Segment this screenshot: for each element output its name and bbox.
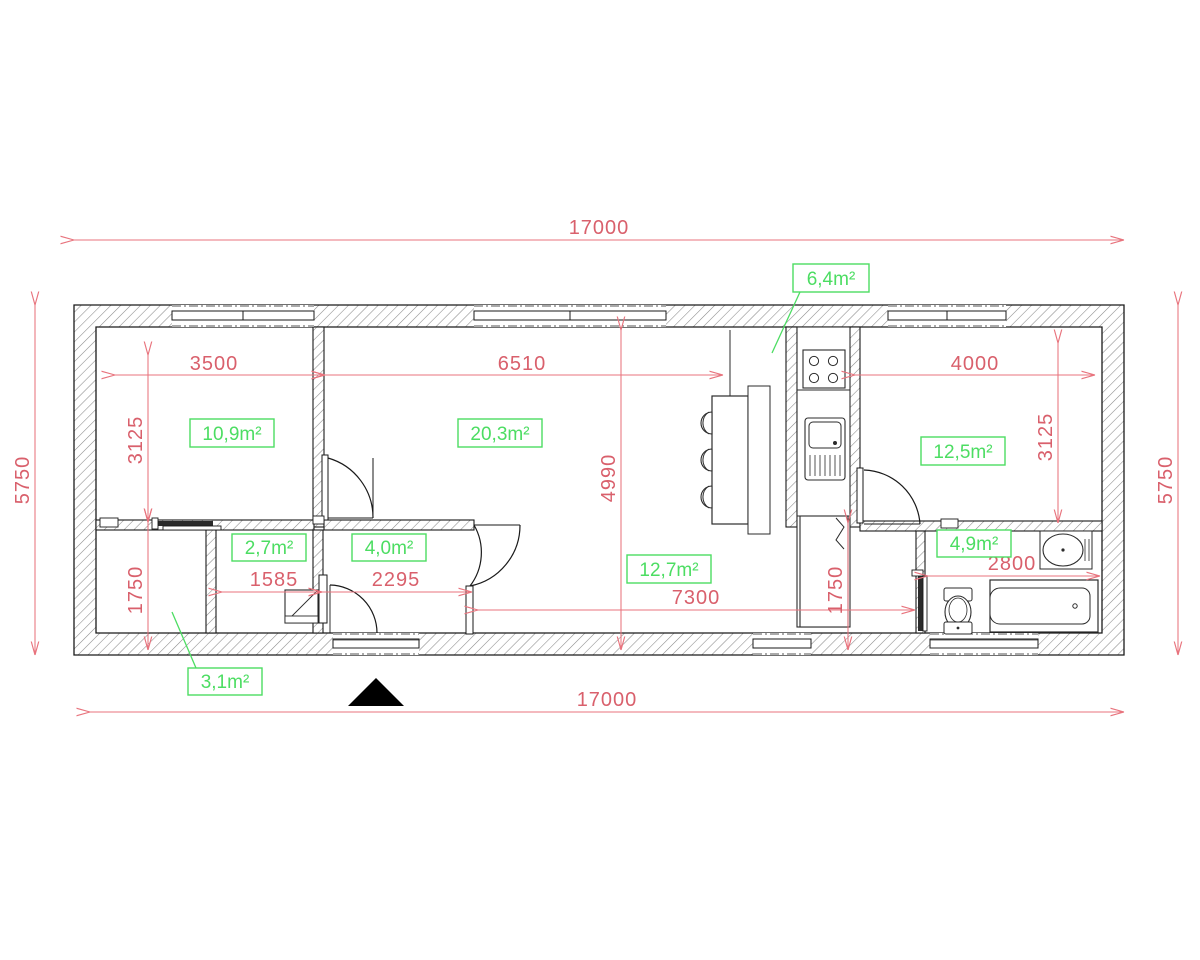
area-label-group: 10,9m² 20,3m² 6,4m² 12,5m² 2,7m² 4,0m² 1… [171, 263, 1012, 696]
interior-wall-kitchen-left [785, 326, 798, 528]
area-value-entry-corridor: 3,1m² [201, 672, 250, 693]
area-label-utility-room: 4,0m² [351, 533, 427, 562]
area-label-entry-corridor: 3,1m² [171, 611, 263, 696]
door-bedroom-left[interactable] [321, 454, 374, 521]
door-jamb-left [99, 517, 119, 528]
window-top-left [171, 305, 315, 327]
area-value-living-room: 20,3m² [470, 424, 529, 445]
dim-label-bedroom-left-width: 3500 [190, 353, 239, 375]
stool-icon [700, 411, 713, 509]
area-label-bathroom: 4,9m² [936, 529, 1012, 558]
bathroom-floor-detail [930, 639, 1038, 649]
interior-wall-horizontal-mid [323, 519, 475, 531]
exterior-wall [73, 304, 1125, 656]
area-value-hallway: 12,7m² [639, 560, 698, 581]
area-label-bedroom-left: 10,9m² [189, 418, 275, 448]
dimension-group [35, 240, 1178, 712]
area-label-kitchen: 6,4m² [771, 263, 870, 354]
dim-label-overall-bottom: 17000 [577, 689, 638, 711]
area-value-bedroom-right: 12,5m² [933, 442, 992, 463]
area-label-bedroom-right: 12,5m² [920, 436, 1006, 466]
dim-label-hall-width: 7300 [672, 587, 721, 609]
window-bottom-mid [752, 633, 812, 655]
door-bedroom-right[interactable] [856, 467, 921, 525]
sink-icon [804, 417, 846, 481]
dim-label-bedroom-right-height: 3125 [1035, 413, 1057, 462]
entrance-marker [348, 678, 404, 706]
dim-label-corridor-left-height: 1750 [125, 566, 147, 615]
window-top-middle [473, 305, 667, 327]
window-bottom-left [332, 633, 420, 655]
dim-label-overall-top: 17000 [569, 217, 630, 239]
area-label-living-room: 20,3m² [457, 418, 543, 448]
stove-icon [802, 349, 846, 389]
door-jamb-mid [312, 515, 325, 525]
area-value-utility-room: 4,0m² [365, 538, 414, 559]
bathtub-icon [989, 579, 1099, 633]
area-label-store-room: 2,7m² [231, 533, 307, 562]
dim-label-corridor-right-height: 1750 [825, 566, 847, 615]
dim-label-living-width: 6510 [498, 353, 547, 375]
window-group [171, 305, 1039, 655]
boiler-icon [284, 589, 319, 624]
dim-label-bedroom-left-height: 3125 [125, 416, 147, 465]
island-icon [711, 330, 771, 535]
dim-label-overall-right: 5750 [1155, 456, 1177, 505]
area-label-hallway: 12,7m² [626, 554, 712, 584]
toilet-icon [943, 587, 973, 635]
entry-floor-detail [333, 639, 419, 649]
interior-wall-bedroom-left [312, 326, 325, 528]
dim-label-bath-width: 2800 [988, 553, 1037, 575]
interior-wall-store-left [205, 529, 217, 634]
dim-label-bedroom-right-width: 4000 [951, 353, 1000, 375]
area-value-bedroom-left: 10,9m² [202, 424, 261, 445]
area-value-bathroom: 4,9m² [950, 534, 999, 555]
door-jamb-right [940, 518, 959, 529]
dim-overall-top [74, 240, 1124, 305]
area-value-store-room: 2,7m² [245, 538, 294, 559]
area-value-kitchen: 6,4m² [807, 269, 856, 290]
dim-label-store-width: 1585 [250, 569, 299, 591]
window-bottom-right [929, 633, 1039, 655]
dim-label-overall-left: 5750 [12, 456, 34, 505]
dim-label-living-height: 4990 [598, 454, 620, 503]
washbasin-icon [1039, 530, 1093, 570]
dimension-text-group: 17000 17000 5750 5750 3500 6510 4000 312… [12, 217, 1177, 711]
window-top-right [887, 305, 1007, 327]
dim-label-utility-width: 2295 [372, 569, 421, 591]
